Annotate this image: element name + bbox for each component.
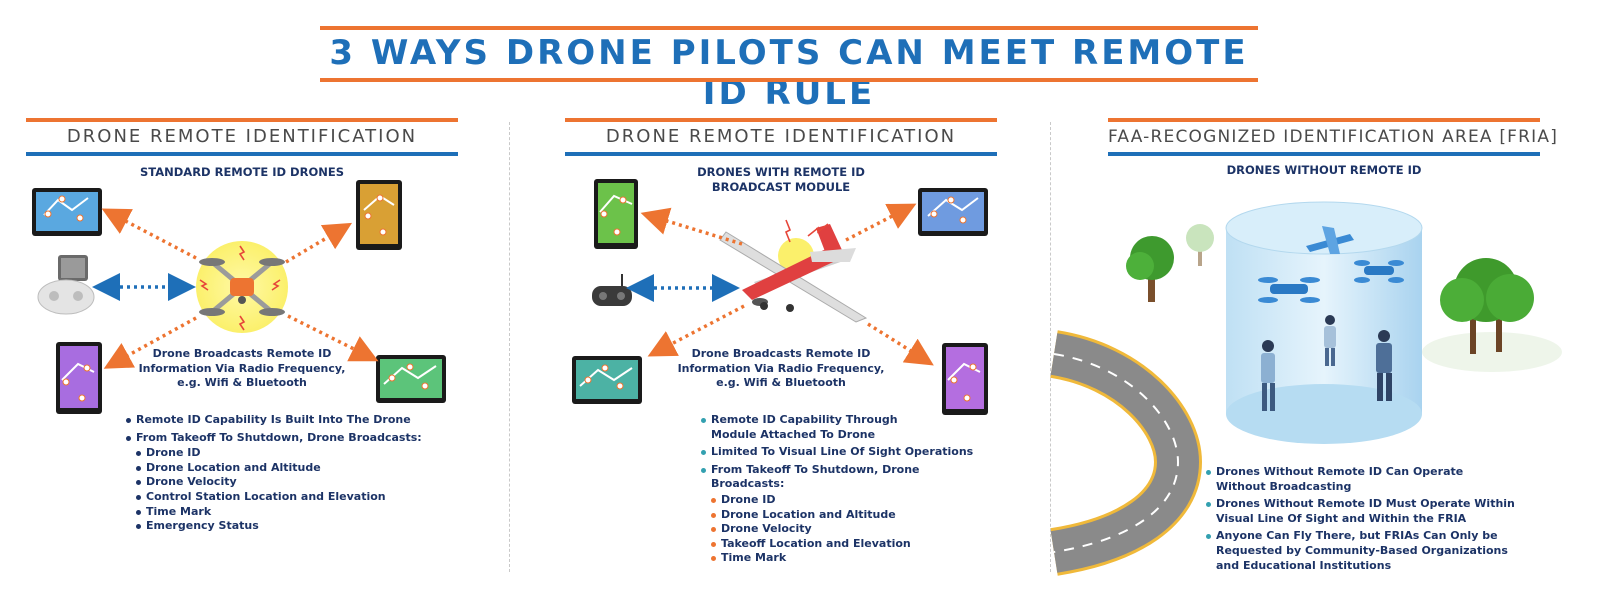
list-item-line: and Educational Institutions <box>1216 558 1392 572</box>
list-item-line: Without Broadcasting <box>1216 479 1352 493</box>
caption-line: Drone Broadcasts Remote ID <box>152 347 332 360</box>
column-divider <box>1050 122 1051 572</box>
list-item: Remote ID Capability Is Built Into The D… <box>126 413 456 428</box>
caption-line: Information Via Radio Frequency, <box>677 361 885 375</box>
list-item: Drone ID <box>136 446 456 461</box>
list-item: Drone Velocity <box>711 522 991 537</box>
broadcast-caption: Drone Broadcasts Remote ID Information V… <box>671 347 891 391</box>
list-item: Drones Without Remote ID Must Operate Wi… <box>1206 497 1526 526</box>
tablet-icon <box>376 355 446 403</box>
broadcast-arrows <box>92 208 379 369</box>
list-item: Limited To Visual Line Of Sight Operatio… <box>701 445 991 460</box>
list-item-line: Drones Without Remote ID Can Operate <box>1216 465 1464 478</box>
tree-icon <box>1126 236 1174 302</box>
road-icon <box>1049 330 1203 576</box>
remote-controller-icon <box>592 274 632 306</box>
broadcast-arrows <box>626 203 934 366</box>
list-item-line: Module Attached To Drone <box>711 427 876 441</box>
list-item-line: Drones Without Remote ID Must Operate Wi… <box>1216 497 1515 511</box>
heading-rule-bottom <box>1108 152 1540 156</box>
drone-icon <box>1354 260 1404 283</box>
list-item: Emergency Status <box>136 519 456 534</box>
tablet-icon <box>32 188 102 236</box>
subheading-line: BROADCAST MODULE <box>711 180 851 194</box>
list-item: Drone Velocity <box>136 475 456 490</box>
person-icon <box>1261 340 1275 411</box>
column-heading: DRONE REMOTE IDENTIFICATION <box>605 126 957 147</box>
caption-line: e.g. Wifi & Bluetooth <box>177 376 307 389</box>
list-item: Drone Location and Altitude <box>136 461 456 476</box>
heading-rule-top <box>26 118 458 122</box>
list-item-line: Visual Line Of Sight and Within the FRIA <box>1216 511 1467 525</box>
subheading-line: DRONES WITH REMOTE ID <box>697 165 865 179</box>
tablet-icon <box>356 180 402 250</box>
broadcast-caption: Drone Broadcasts Remote ID Information V… <box>132 347 352 391</box>
caption-line: e.g. Wifi & Bluetooth <box>716 376 846 389</box>
column-heading: DRONE REMOTE IDENTIFICATION <box>66 126 418 147</box>
caption-line: Information Via Radio Frequency, <box>138 361 346 375</box>
list-item-line: From Takeoff To Shutdown, Drone Broadcas… <box>711 462 920 491</box>
main-title-banner: 3 WAYS DRONE PILOTS CAN MEET REMOTE ID R… <box>320 26 1258 113</box>
list-item: Drone ID <box>711 493 991 508</box>
feature-list: Remote ID Capability Through Module Atta… <box>701 413 991 566</box>
column-divider <box>509 122 510 572</box>
heading-rule-bottom <box>565 152 997 156</box>
main-title: 3 WAYS DRONE PILOTS CAN MEET REMOTE ID R… <box>329 33 1249 113</box>
column-subheading: DRONES WITHOUT REMOTE ID <box>1226 163 1422 177</box>
list-item: Time Mark <box>711 551 991 566</box>
list-item: From Takeoff To Shutdown, Drone Broadcas… <box>126 431 456 446</box>
list-item: Remote ID Capability Through Module Atta… <box>701 413 991 442</box>
list-item: Takeoff Location and Elevation <box>711 537 991 552</box>
tree-icon <box>1422 258 1562 372</box>
person-icon <box>1376 330 1392 401</box>
drone-icon <box>1258 277 1320 303</box>
tablet-icon <box>572 356 642 404</box>
column-heading: FAA-RECOGNIZED IDENTIFICATION AREA [FRIA… <box>1108 127 1559 147</box>
list-item-line: Remote ID Capability Through <box>711 413 898 426</box>
tree-icon <box>1186 224 1214 266</box>
list-item: Time Mark <box>136 505 456 520</box>
drone-icon <box>196 241 288 333</box>
remote-controller-icon <box>37 255 95 315</box>
tablet-icon <box>594 179 638 249</box>
title-rule-bottom <box>320 78 1258 82</box>
column-broadcast-module: DRONE REMOTE IDENTIFICATION DRONES WITH … <box>565 118 997 588</box>
heading-rule-bottom <box>26 152 458 156</box>
list-item: Drones Without Remote ID Can Operate Wit… <box>1206 465 1526 494</box>
column-fria: FAA-RECOGNIZED IDENTIFICATION AREA [FRIA… <box>1108 118 1559 588</box>
tablet-icon <box>918 188 988 236</box>
column-subheading: DRONES WITH REMOTE ID BROADCAST MODULE <box>565 165 997 195</box>
feature-list: Drones Without Remote ID Can Operate Wit… <box>1206 465 1526 576</box>
column-subheading: STANDARD REMOTE ID DRONES <box>139 165 344 179</box>
list-item: Anyone Can Fly There, but FRIAs Can Only… <box>1206 529 1526 573</box>
list-item: Drone Location and Altitude <box>711 508 991 523</box>
column-standard-remote-id: DRONE REMOTE IDENTIFICATION STANDARD REM… <box>26 118 458 588</box>
heading-rule-top <box>1108 118 1540 122</box>
tablet-icon <box>942 343 988 415</box>
list-item-line: Limited To Visual Line Of Sight Operatio… <box>711 445 974 459</box>
heading-rule-top <box>565 118 997 122</box>
tablet-icon <box>56 342 102 414</box>
feature-list: Remote ID Capability Is Built Into The D… <box>126 413 456 534</box>
caption-line: Drone Broadcasts Remote ID <box>691 347 871 360</box>
title-rule-top <box>320 26 1258 30</box>
airplane-icon <box>719 219 868 323</box>
airplane-icon <box>1306 226 1354 254</box>
list-item: Control Station Location and Elevation <box>136 490 456 505</box>
person-icon <box>1324 315 1336 366</box>
list-item-line: Anyone Can Fly There, but FRIAs Can Only… <box>1216 529 1498 543</box>
list-item-line: Requested by Community-Based Organizatio… <box>1216 543 1508 557</box>
list-item: From Takeoff To Shutdown, Drone Broadcas… <box>701 463 991 492</box>
